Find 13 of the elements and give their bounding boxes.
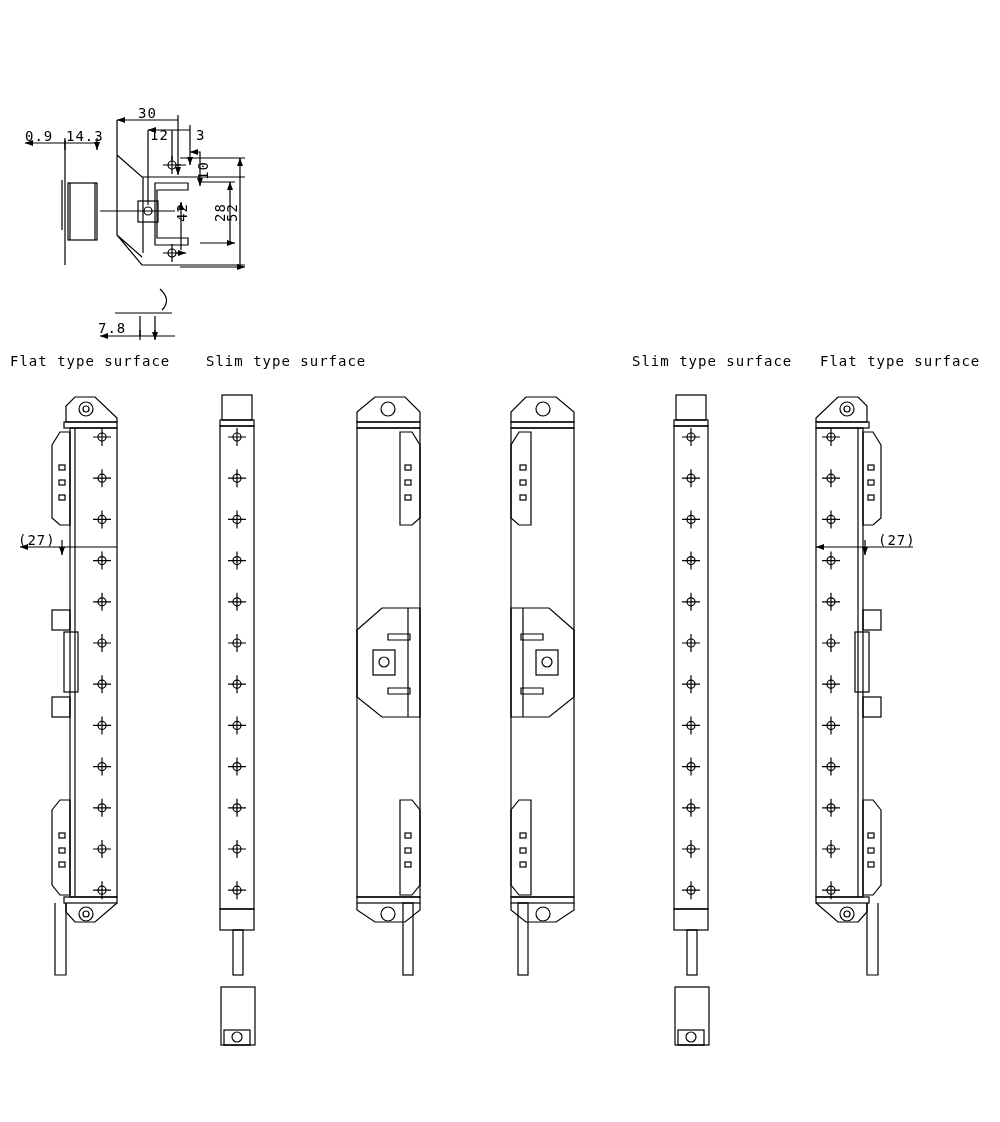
dimension-label: 14.3 [66,128,104,144]
dimension-label: 0.9 [25,128,54,144]
dimension-label: 3 [196,127,206,143]
dimension-label: 42 [174,203,190,222]
dimension-label: 10 [195,161,211,180]
dimension-label: (27) [18,532,56,548]
dimension-label: 30 [138,105,157,121]
view-label: Flat type surface [10,353,171,369]
view-label: Slim type surface [206,353,367,369]
view-label: Slim type surface [632,353,793,369]
dimension-label: (27) [878,532,916,548]
view-label: Flat type surface [820,353,981,369]
dimension-label: 7.8 [98,320,127,336]
